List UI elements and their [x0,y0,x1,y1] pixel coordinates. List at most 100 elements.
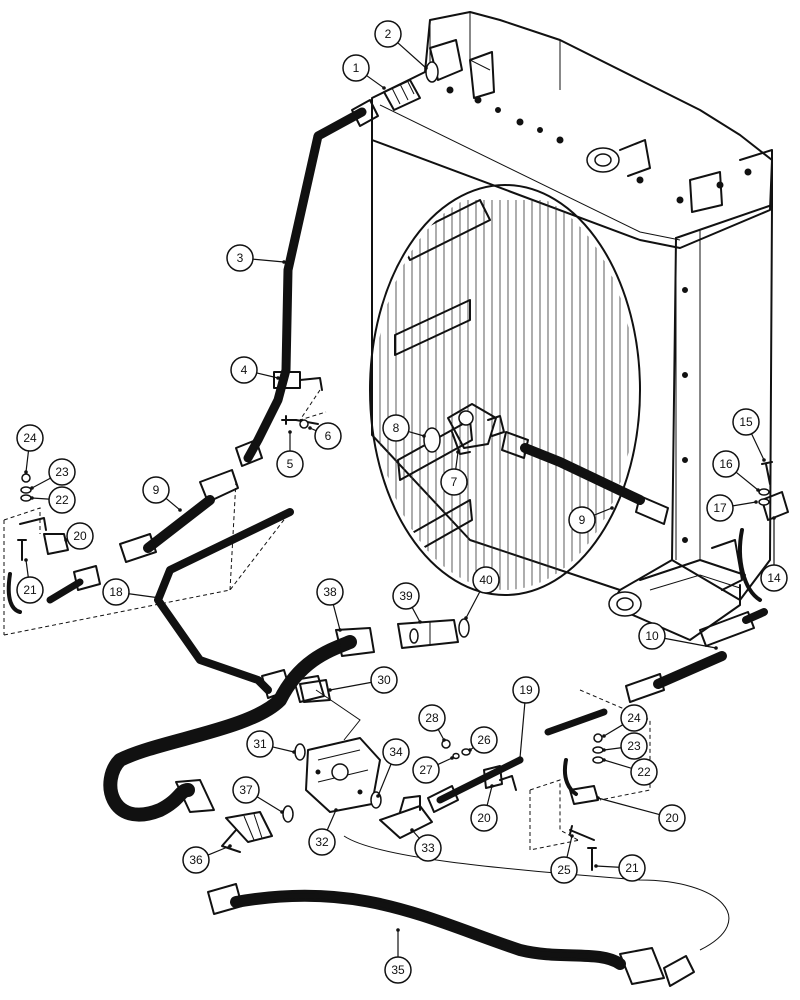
callout-15: 15 [732,408,766,462]
callout-bubble [384,956,412,984]
callout-pointer [338,628,342,632]
callout-bubble [246,730,274,758]
callout-bubble [712,450,740,478]
callout-number: 16 [719,457,733,471]
callout-number: 20 [665,811,679,825]
callout-number: 7 [451,475,458,489]
callout-bubble [392,582,420,610]
callout-leader [597,797,660,816]
callout-pointer [382,86,386,90]
callout-18: 18 [102,578,162,606]
callout-pointer [276,376,280,380]
callout-number: 40 [479,573,493,587]
callout-number: 21 [23,583,37,597]
callout-pointer [464,616,468,620]
callout-leader [437,729,445,741]
callout-21: 21 [16,558,44,604]
callout-pointer [772,516,776,520]
callout-bubble [66,522,94,550]
callout-bubble [374,20,402,48]
oring-31 [294,743,306,761]
callout-bubble [314,422,342,450]
callout-40: 40 [464,566,500,620]
callout-number: 9 [153,483,160,497]
callout-22: 22 [30,486,76,514]
callout-bubble [568,506,596,534]
callout-number: 15 [739,415,753,429]
callout-pointer [602,734,606,738]
callout-bubble [658,804,686,832]
callout-bubble [230,356,258,384]
callout-35: 35 [384,928,412,984]
callout-pointer [328,688,332,692]
callout-bubble [316,578,344,606]
bolt-15 [761,461,773,485]
callout-pointer [468,748,472,752]
callout-pointer [442,738,446,742]
callout-pointer [490,784,494,788]
callout-bubble [48,486,76,514]
callout-leader [397,42,427,69]
callout-pointer [158,596,162,600]
callout-pointer [228,844,232,848]
callout-number: 35 [391,963,405,977]
callout-bubble [512,676,540,704]
callout-3: 3 [226,244,286,272]
callout-pointer [396,928,400,932]
callout-bubble [16,424,44,452]
callout-bubble [276,450,304,478]
callout-leader [25,559,29,578]
callout-bubble [226,244,254,272]
callout-bubble [412,756,440,784]
callout-10: 10 [638,622,718,650]
tee-fitting-33 [379,795,433,839]
callout-leader [408,430,425,437]
callout-8: 8 [382,414,426,442]
callout-7: 7 [440,450,468,496]
upper-oil-tube [235,99,379,467]
callout-number: 1 [353,61,360,75]
oring-40 [458,618,470,638]
callout-leader [272,746,295,753]
callout-pointer [422,434,426,438]
callout-number: 20 [477,811,491,825]
callout-leader [326,809,337,831]
callout-24: 24 [16,424,44,474]
callout-leader [603,747,622,751]
callout-1: 1 [342,54,386,90]
clamp-nut [299,419,309,429]
washer-17 [758,498,770,506]
oring-37 [282,805,294,823]
callout-number: 31 [253,737,267,751]
callout-number: 24 [627,711,641,725]
callout-number: 23 [55,465,69,479]
callout-pointer [178,508,182,512]
callout-pointer [30,486,34,490]
callout-number: 25 [557,863,571,877]
callout-bubble [308,828,336,856]
callout-leader [377,763,392,797]
callout-pointer [594,864,598,868]
long-hose-35 [207,883,695,987]
callout-bubble [232,776,260,804]
callout-number: 6 [325,429,332,443]
callout-number: 18 [109,585,123,599]
callout-number: 38 [323,585,337,599]
callout-pointer [308,426,312,430]
callout-number: 19 [519,683,533,697]
callout-pointer [410,828,414,832]
callout-32: 32 [308,808,338,856]
callout-bubble [440,468,468,496]
radiator-assembly [369,11,773,641]
cooler-hose-left [119,469,239,563]
adapter-fitting-39 [397,619,459,649]
callout-22: 22 [602,758,658,786]
callout-17: 17 [706,494,758,522]
sensor-tube-19 [427,708,608,813]
callout-leader [411,829,420,839]
elbow-fitting-36 [221,811,273,853]
callout-leader [664,637,717,649]
callout-28: 28 [418,704,446,742]
callout-pointer [30,496,34,500]
